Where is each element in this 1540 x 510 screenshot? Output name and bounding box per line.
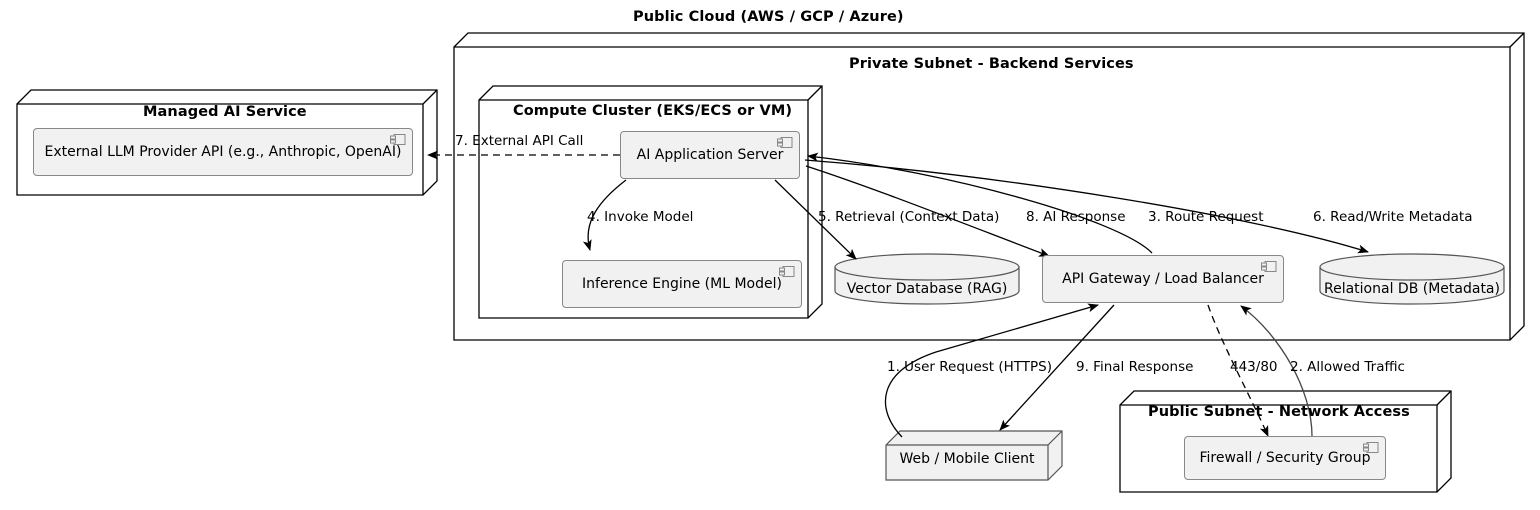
- component-inference-engine-label: Inference Engine (ML Model): [582, 276, 782, 292]
- edge-label-4: 4. Invoke Model: [587, 209, 694, 225]
- component-icon: [777, 137, 793, 148]
- component-icon: [1363, 442, 1379, 453]
- db-relational-db-label[interactable]: Relational DB (Metadata): [1324, 281, 1500, 297]
- public-cloud-title: Public Cloud (AWS / GCP / Azure): [633, 9, 904, 25]
- edge-label-6: 6. Read/Write Metadata: [1313, 209, 1473, 225]
- edge-label-8: 8. AI Response: [1026, 209, 1126, 225]
- private-subnet-title: Private Subnet - Backend Services: [849, 56, 1134, 72]
- component-external-llm-label: External LLM Provider API (e.g., Anthrop…: [44, 144, 402, 160]
- component-ai-application-server[interactable]: AI Application Server: [620, 131, 800, 179]
- component-api-gateway-load-balancer[interactable]: API Gateway / Load Balancer: [1042, 255, 1284, 303]
- edge-6-read-write-metadata: [804, 159, 1369, 254]
- compute-cluster-title: Compute Cluster (EKS/ECS or VM): [513, 103, 793, 119]
- component-inference-engine[interactable]: Inference Engine (ML Model): [562, 260, 802, 308]
- edge-label-443-80: 443/80: [1230, 359, 1278, 375]
- edge-label-3: 3. Route Request: [1148, 209, 1264, 225]
- public-subnet-title: Public Subnet - Network Access: [1148, 404, 1410, 420]
- component-firewall-label: Firewall / Security Group: [1199, 450, 1371, 466]
- edge-3-route-request: [807, 152, 1153, 254]
- edge-label-5: 5. Retrieval (Context Data): [818, 209, 1000, 225]
- edge-label-1: 1. User Request (HTTPS): [887, 359, 1053, 375]
- edge-label-9: 9. Final Response: [1076, 359, 1194, 375]
- component-icon: [1261, 261, 1277, 272]
- edge-label-7: 7. External API Call: [455, 133, 584, 149]
- node-web-mobile-client-label[interactable]: Web / Mobile Client: [899, 451, 1035, 467]
- db-vector-database-label[interactable]: Vector Database (RAG): [846, 281, 1008, 297]
- edge-label-2: 2. Allowed Traffic: [1290, 359, 1405, 375]
- component-external-llm-provider-api[interactable]: External LLM Provider API (e.g., Anthrop…: [33, 128, 413, 176]
- component-firewall-security-group[interactable]: Firewall / Security Group: [1184, 436, 1386, 480]
- component-api-gateway-label: API Gateway / Load Balancer: [1062, 271, 1264, 287]
- managed-ai-service-title: Managed AI Service: [143, 104, 307, 120]
- component-icon: [779, 266, 795, 277]
- component-ai-app-server-label: AI Application Server: [636, 147, 784, 163]
- component-icon: [390, 134, 406, 145]
